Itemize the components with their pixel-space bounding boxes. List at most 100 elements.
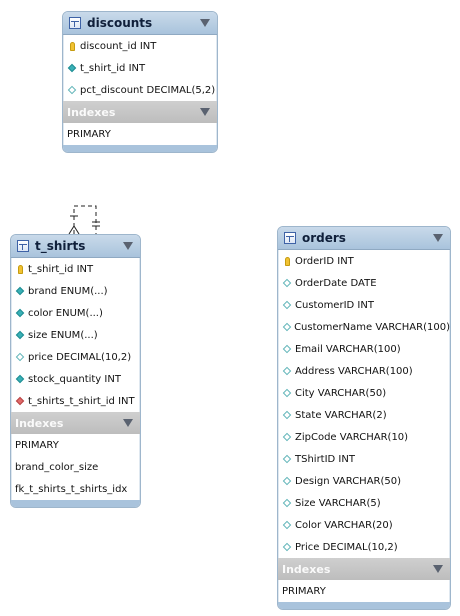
table-title: orders: [302, 231, 346, 245]
column-label: Address VARCHAR(100): [295, 365, 413, 377]
column-label: brand ENUM(...): [28, 285, 108, 297]
collapse-arrow-icon[interactable]: [200, 19, 210, 27]
column-row[interactable]: brand ENUM(...): [11, 280, 140, 302]
column-row[interactable]: CustomerID INT: [278, 294, 450, 316]
empty-diamond-icon: [282, 322, 291, 332]
column-row[interactable]: Size VARCHAR(5): [278, 492, 450, 514]
filled-diamond-icon: [15, 308, 25, 318]
empty-diamond-icon: [282, 278, 292, 288]
column-row[interactable]: CustomerName VARCHAR(100): [278, 316, 450, 338]
relationship-connector[interactable]: [64, 200, 104, 236]
indexes-label: Indexes: [15, 416, 64, 430]
indexes-header[interactable]: Indexes: [63, 101, 217, 123]
column-row[interactable]: Color VARCHAR(20): [278, 514, 450, 536]
column-label: pct_discount DECIMAL(5,2): [80, 84, 216, 96]
table-header[interactable]: discounts: [63, 12, 217, 35]
index-row[interactable]: PRIMARY: [63, 123, 217, 145]
collapse-arrow-icon[interactable]: [200, 108, 210, 116]
indexes-label: Indexes: [282, 562, 331, 576]
index-label: PRIMARY: [282, 585, 326, 597]
column-row[interactable]: OrderDate DATE: [278, 272, 450, 294]
empty-diamond-icon: [282, 388, 292, 398]
column-row[interactable]: size ENUM(...): [11, 324, 140, 346]
column-row[interactable]: t_shirt_id INT: [63, 57, 217, 79]
column-label: price DECIMAL(10,2): [28, 351, 132, 363]
empty-diamond-icon: [282, 432, 292, 442]
collapse-arrow-icon[interactable]: [123, 242, 133, 250]
filled-diamond-icon: [15, 374, 25, 384]
table-t-shirts[interactable]: t_shirts t_shirt_id INT brand ENUM(...) …: [10, 234, 141, 508]
column-row[interactable]: pct_discount DECIMAL(5,2): [63, 79, 217, 101]
column-label: State VARCHAR(2): [295, 409, 387, 421]
column-row[interactable]: stock_quantity INT: [11, 368, 140, 390]
column-row[interactable]: price DECIMAL(10,2): [11, 346, 140, 368]
foreign-key-icon: [15, 396, 25, 406]
column-row[interactable]: OrderID INT: [278, 250, 450, 272]
column-label: CustomerID INT: [295, 299, 374, 311]
column-row[interactable]: t_shirts_t_shirt_id INT: [11, 390, 140, 412]
primary-key-icon: [15, 264, 25, 274]
table-header[interactable]: orders: [278, 227, 450, 250]
column-row[interactable]: State VARCHAR(2): [278, 404, 450, 426]
indexes-header[interactable]: Indexes: [278, 558, 450, 580]
index-row[interactable]: brand_color_size: [11, 456, 140, 478]
empty-diamond-icon: [67, 85, 77, 95]
table-footer: [63, 145, 217, 152]
indexes-header[interactable]: Indexes: [11, 412, 140, 434]
column-row[interactable]: Email VARCHAR(100): [278, 338, 450, 360]
empty-diamond-icon: [282, 542, 292, 552]
column-label: t_shirt_id INT: [28, 263, 94, 275]
column-row[interactable]: TShirtID INT: [278, 448, 450, 470]
collapse-arrow-icon[interactable]: [123, 419, 133, 427]
table-icon: [17, 240, 29, 252]
indexes-label: Indexes: [67, 105, 116, 119]
column-label: Design VARCHAR(50): [295, 475, 402, 487]
index-label: PRIMARY: [67, 128, 111, 140]
table-icon: [69, 17, 81, 29]
column-label: Color VARCHAR(20): [295, 519, 393, 531]
column-row[interactable]: t_shirt_id INT: [11, 258, 140, 280]
column-label: color ENUM(...): [28, 307, 103, 319]
table-footer: [11, 500, 140, 507]
table-icon: [284, 232, 296, 244]
primary-key-icon: [282, 256, 292, 266]
index-label: fk_t_shirts_t_shirts_idx: [15, 483, 128, 495]
empty-diamond-icon: [282, 410, 292, 420]
empty-diamond-icon: [282, 476, 292, 486]
column-label: OrderDate DATE: [295, 277, 377, 289]
column-label: t_shirts_t_shirt_id INT: [28, 395, 135, 407]
filled-diamond-icon: [15, 330, 25, 340]
collapse-arrow-icon[interactable]: [433, 565, 443, 573]
empty-diamond-icon: [282, 520, 292, 530]
table-orders[interactable]: orders OrderID INT OrderDate DATE Custom…: [277, 226, 451, 610]
column-label: t_shirt_id INT: [80, 62, 146, 74]
column-label: stock_quantity INT: [28, 373, 121, 385]
table-title: discounts: [87, 16, 153, 30]
column-label: TShirtID INT: [295, 453, 355, 465]
column-row[interactable]: City VARCHAR(50): [278, 382, 450, 404]
column-row[interactable]: Price DECIMAL(10,2): [278, 536, 450, 558]
column-label: Email VARCHAR(100): [295, 343, 401, 355]
column-row[interactable]: ZipCode VARCHAR(10): [278, 426, 450, 448]
index-label: PRIMARY: [15, 439, 59, 451]
index-row[interactable]: PRIMARY: [11, 434, 140, 456]
index-row[interactable]: PRIMARY: [278, 580, 450, 602]
index-row[interactable]: fk_t_shirts_t_shirts_idx: [11, 478, 140, 500]
empty-diamond-icon: [282, 344, 292, 354]
filled-diamond-icon: [15, 286, 25, 296]
column-label: City VARCHAR(50): [295, 387, 387, 399]
column-label: Size VARCHAR(5): [295, 497, 381, 509]
table-header[interactable]: t_shirts: [11, 235, 140, 258]
column-label: ZipCode VARCHAR(10): [295, 431, 409, 443]
column-row[interactable]: discount_id INT: [63, 35, 217, 57]
column-row[interactable]: Address VARCHAR(100): [278, 360, 450, 382]
column-row[interactable]: Design VARCHAR(50): [278, 470, 450, 492]
table-discounts[interactable]: discounts discount_id INT t_shirt_id INT…: [62, 11, 218, 153]
collapse-arrow-icon[interactable]: [433, 234, 443, 242]
column-label: size ENUM(...): [28, 329, 98, 341]
column-row[interactable]: color ENUM(...): [11, 302, 140, 324]
index-label: brand_color_size: [15, 461, 99, 473]
empty-diamond-icon: [282, 300, 292, 310]
column-label: discount_id INT: [80, 40, 157, 52]
column-label: Price DECIMAL(10,2): [295, 541, 398, 553]
